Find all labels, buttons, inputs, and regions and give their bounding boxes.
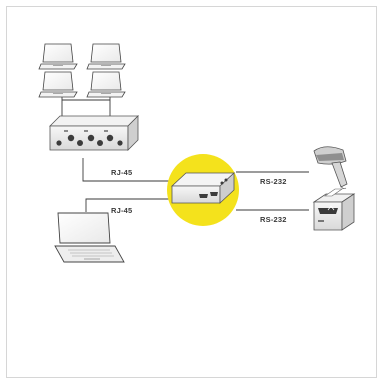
label-scanner-rs232: RS-232	[260, 177, 287, 186]
device-server-icon	[172, 173, 234, 203]
label-switch-rj45: RJ-45	[111, 168, 132, 177]
network-switch-icon	[50, 116, 138, 150]
laptop-icon	[87, 72, 125, 97]
laptop-icon	[55, 213, 124, 262]
label-printer-rs232: RS-232	[260, 215, 287, 224]
laptop-icon	[39, 72, 77, 97]
receipt-printer-icon	[314, 189, 354, 230]
laptop-icon	[39, 44, 77, 69]
label-laptop-rj45: RJ-45	[111, 206, 132, 215]
barcode-scanner-icon	[314, 147, 347, 189]
laptop-icon	[87, 44, 125, 69]
